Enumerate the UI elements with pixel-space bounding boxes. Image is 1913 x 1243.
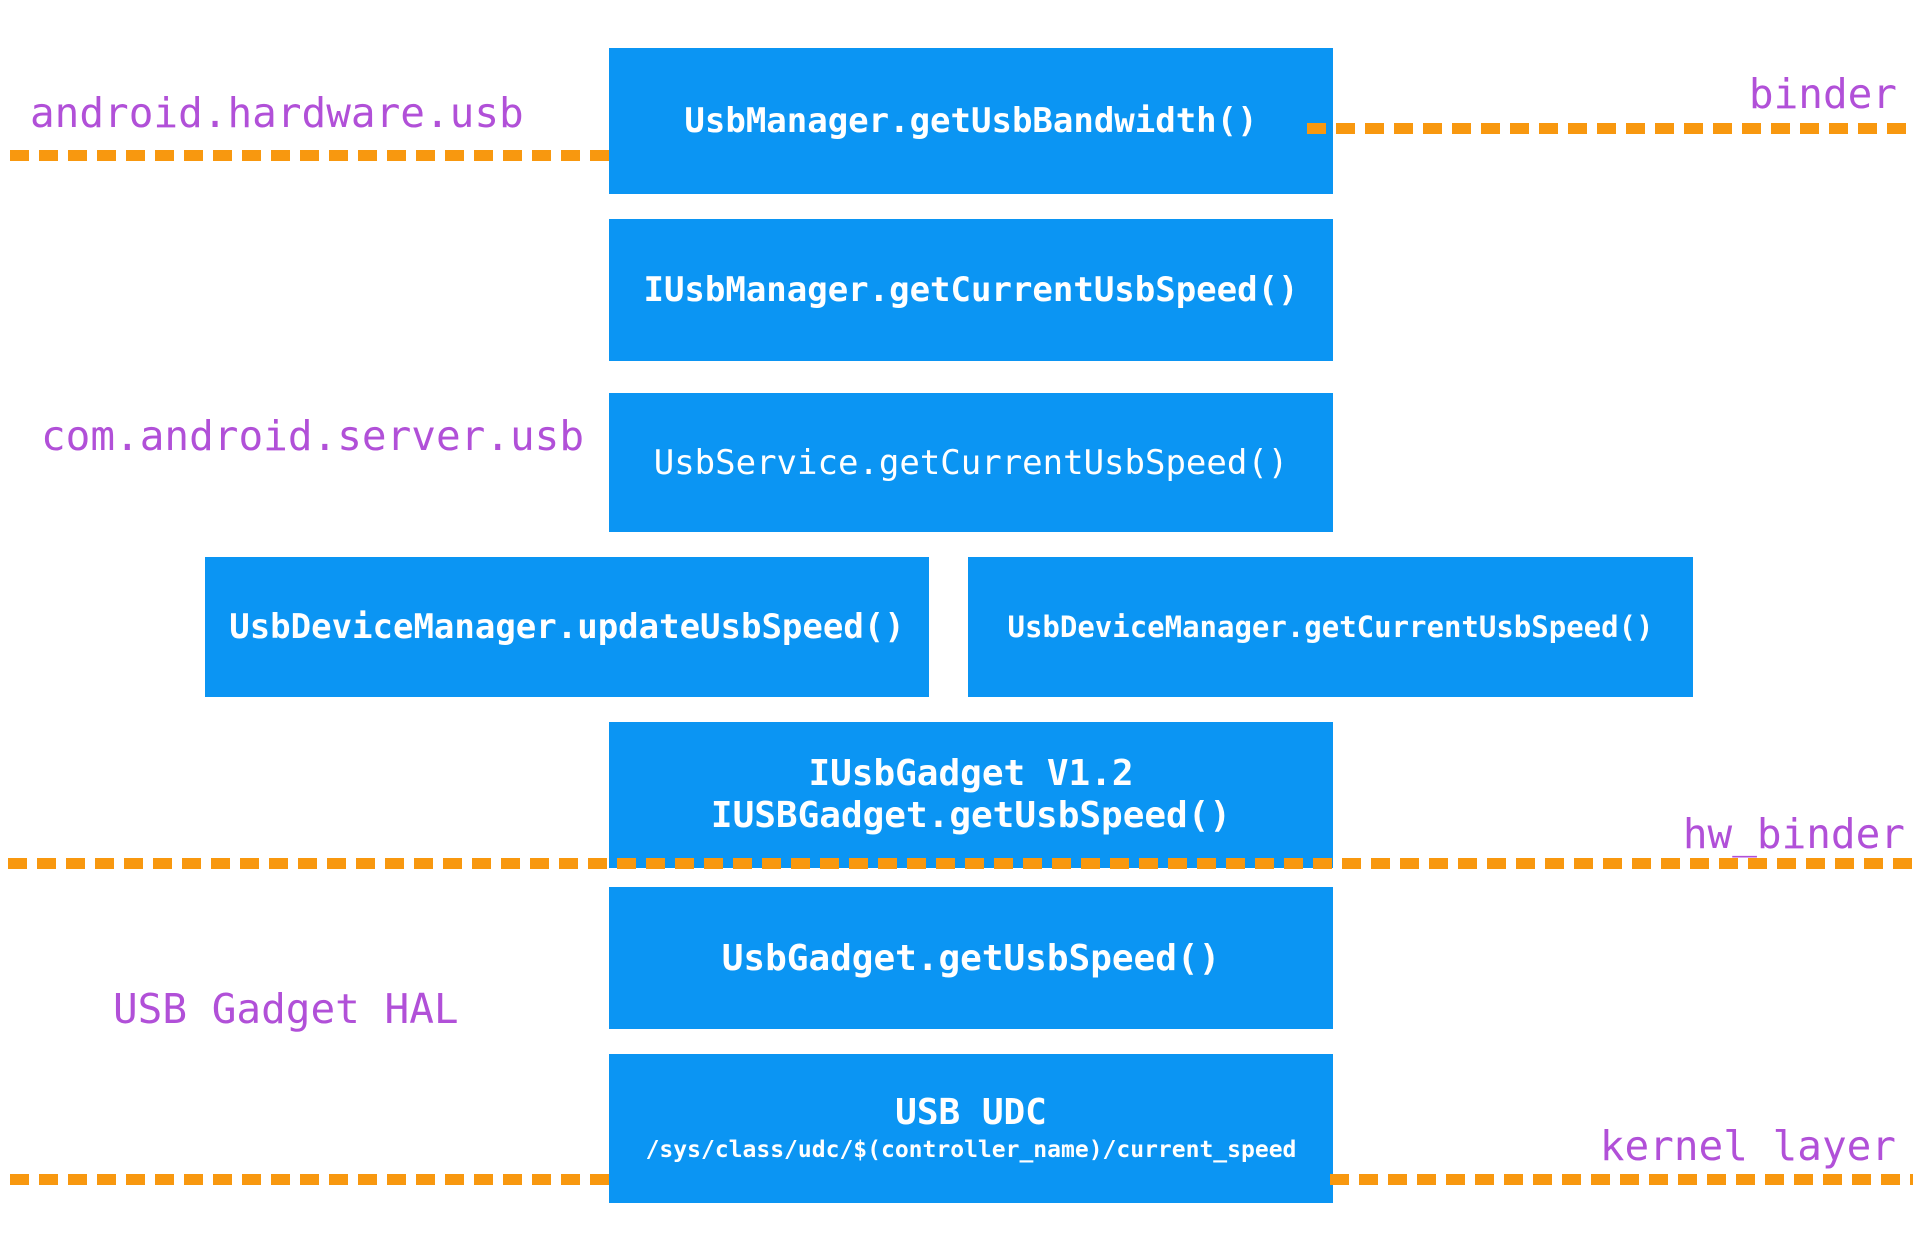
kernel-layer-divider-right-dashed-line bbox=[1330, 1174, 1913, 1185]
label-usb-gadget-hal: USB Gadget HAL bbox=[113, 985, 459, 1033]
box-usb-udc: USB UDC /sys/class/udc/$(controller_name… bbox=[609, 1054, 1333, 1203]
kernel-layer-divider-left-dashed-line bbox=[10, 1174, 610, 1185]
label-kernel-layer: kernel layer bbox=[1599, 1122, 1896, 1170]
box-updateusbspeed-text: UsbDeviceManager.updateUsbSpeed() bbox=[229, 607, 905, 647]
hw-binder-layer-divider-dashed-line bbox=[8, 858, 1913, 869]
label-binder: binder bbox=[1748, 70, 1897, 118]
binder-layer-divider-right-dashed-line bbox=[1307, 123, 1913, 134]
binder-layer-divider-left-dashed-line bbox=[10, 150, 610, 161]
box-getcurrentusbspeed-text: UsbDeviceManager.getCurrentUsbSpeed() bbox=[1007, 610, 1654, 644]
box-iusbgadget-version-text: IUsbGadget V1.2 bbox=[808, 752, 1134, 794]
box-usb-udc-sysfs-path-text: /sys/class/udc/$(controller_name)/curren… bbox=[645, 1136, 1297, 1163]
box-usbservice-text: UsbService.getCurrentUsbSpeed() bbox=[653, 442, 1289, 483]
box-usbgadget-getusbspeed: UsbGadget.getUsbSpeed() bbox=[609, 887, 1333, 1029]
label-hw-binder: hw_binder bbox=[1682, 810, 1905, 858]
box-usbservice-getcurrentusbspeed: UsbService.getCurrentUsbSpeed() bbox=[609, 393, 1333, 532]
label-com-android-server-usb: com.android.server.usb bbox=[41, 412, 585, 460]
box-iusbmanager-getcurrentusbspeed: IUsbManager.getCurrentUsbSpeed() bbox=[609, 219, 1333, 361]
box-usbmanager-text: UsbManager.getUsbBandwidth() bbox=[684, 101, 1258, 141]
box-usbdevicemanager-getcurrentusbspeed: UsbDeviceManager.getCurrentUsbSpeed() bbox=[968, 557, 1693, 697]
box-usbdevicemanager-updateusbspeed: UsbDeviceManager.updateUsbSpeed() bbox=[205, 557, 929, 697]
box-iusbgadget-method-text: IUSBGadget.getUsbSpeed() bbox=[710, 795, 1232, 836]
box-iusbgadget: IUsbGadget V1.2 IUSBGadget.getUsbSpeed() bbox=[609, 722, 1333, 868]
label-android-hardware-usb: android.hardware.usb bbox=[30, 89, 524, 137]
box-usbmanager-getusbbandwidth: UsbManager.getUsbBandwidth() bbox=[609, 48, 1333, 194]
box-usbgadget-text: UsbGadget.getUsbSpeed() bbox=[721, 937, 1221, 979]
box-iusbmanager-text: IUsbManager.getCurrentUsbSpeed() bbox=[643, 270, 1299, 310]
box-usb-udc-title-text: USB UDC bbox=[895, 1091, 1047, 1133]
